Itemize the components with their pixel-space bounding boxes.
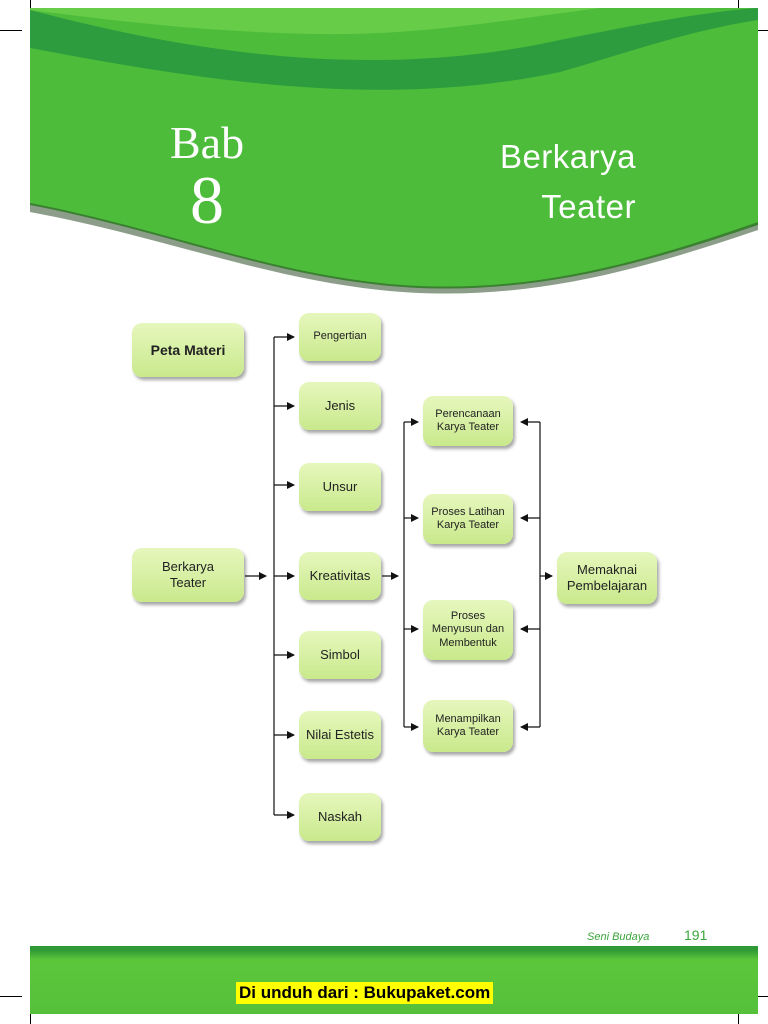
download-source-link[interactable]: Di unduh dari : Bukupaket.com — [236, 982, 494, 1004]
chapter-word: Bab — [170, 117, 245, 168]
chapter-title-line2: Teater — [541, 188, 636, 225]
peta-materi-label: Peta Materi — [132, 323, 244, 377]
topic-node-kreativitas: Kreativitas — [299, 552, 381, 600]
topic-node-simbol: Simbol — [299, 631, 381, 679]
crop-mark — [0, 30, 22, 31]
stage-node-proses-latihan: Proses Latihan Karya Teater — [423, 494, 513, 544]
crop-mark — [0, 996, 22, 997]
stage-node-menampilkan: Menampilkan Karya Teater — [423, 700, 513, 752]
footer-book-title: Seni Budaya — [587, 931, 650, 943]
topic-node-unsur: Unsur — [299, 463, 381, 511]
topic-node-jenis: Jenis — [299, 382, 381, 430]
topic-node-pengertian: Pengertian — [299, 313, 381, 361]
stage-node-perencanaan: Perencanaan Karya Teater — [423, 396, 513, 446]
root-node: Berkarya Teater — [132, 548, 244, 602]
outcome-node: Memaknai Pembelajaran — [557, 552, 657, 604]
topic-node-nilai-estetis: Nilai Estetis — [299, 711, 381, 759]
stage-node-proses-menyusun: Proses Menyusun dan Membentuk — [423, 600, 513, 660]
topic-node-naskah: Naskah — [299, 793, 381, 841]
diagram-connectors — [245, 333, 553, 819]
chapter-title-line1: Berkarya — [499, 138, 636, 175]
header-wave — [30, 8, 758, 294]
page-number: 191 — [684, 927, 708, 943]
chapter-number: 8 — [190, 162, 224, 238]
chapter-title: Berkarya Teater — [500, 132, 636, 232]
